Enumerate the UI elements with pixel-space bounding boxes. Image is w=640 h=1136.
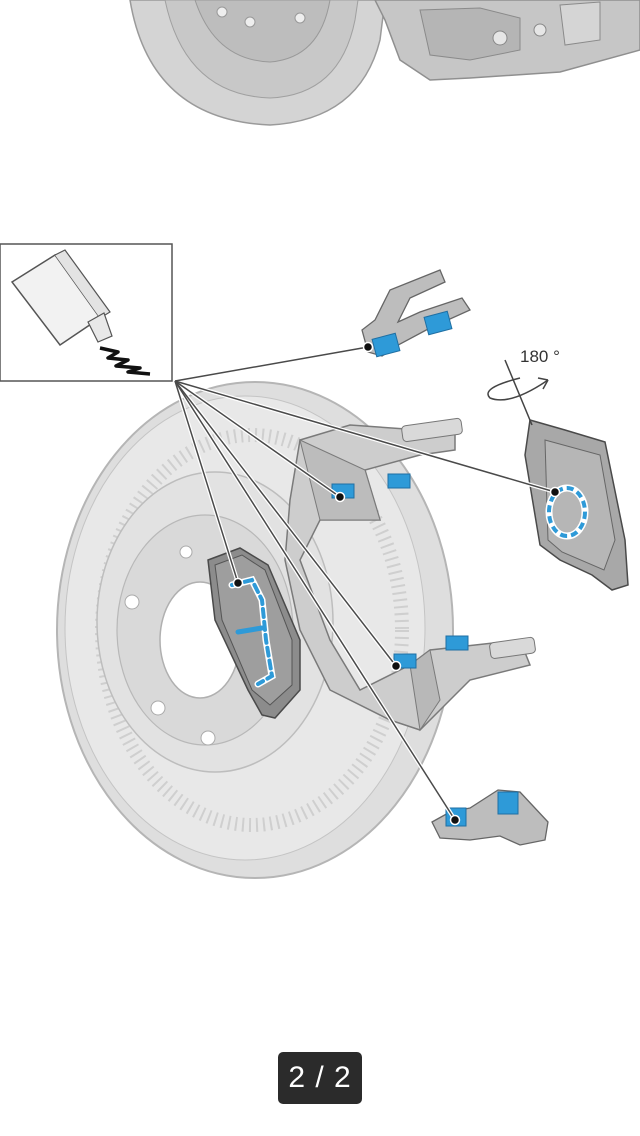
- hub-knuckle-illustration: [129, 0, 640, 126]
- grease-point-markers: [232, 341, 561, 826]
- rotation-angle-label: 180 °: [520, 347, 560, 366]
- page-indicator: 2 / 2: [278, 1052, 362, 1104]
- rotate-180-icon: 180 °: [487, 347, 560, 426]
- outer-brake-pad: [524, 419, 629, 591]
- grease-callout-lines-stroke: [174, 346, 556, 821]
- anti-rattle-clip-top: [361, 269, 471, 358]
- caliper-bracket: [284, 417, 536, 732]
- brake-assembly-diagram: 180 °: [0, 0, 640, 879]
- anti-rattle-clip-bottom: [431, 789, 549, 846]
- inner-brake-pad: [207, 547, 301, 719]
- grease-tube-icon: [0, 243, 173, 382]
